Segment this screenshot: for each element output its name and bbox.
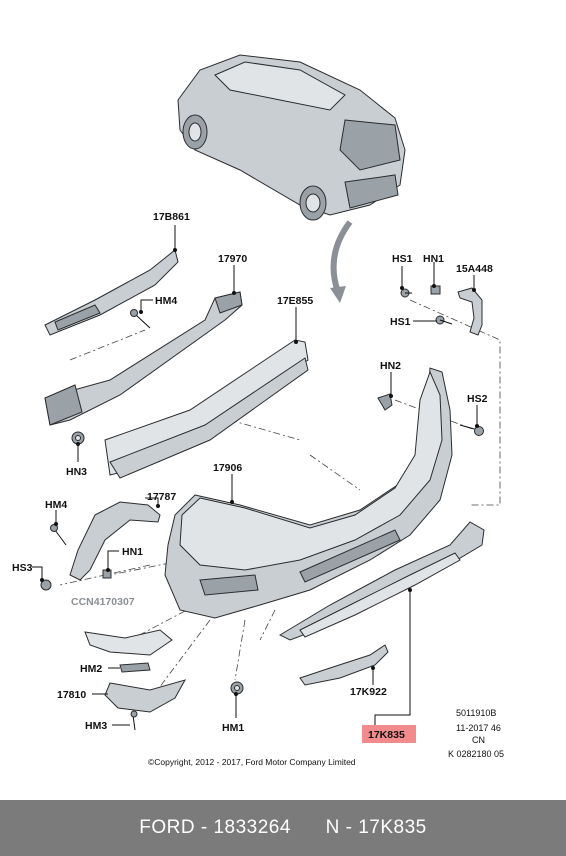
footer-gap xyxy=(291,817,326,839)
part-hm4-left xyxy=(50,524,67,546)
footer-name-part: N - 17K835 xyxy=(325,817,427,838)
part-17970 xyxy=(44,291,243,426)
part-hn2 xyxy=(377,393,393,411)
part-17k835 xyxy=(278,521,485,641)
part-17810 xyxy=(104,679,187,713)
label-17810: 17810 xyxy=(57,689,86,701)
label-17906: 17906 xyxy=(213,462,242,474)
info-line-2: 11-2017 46 xyxy=(456,723,501,733)
label-hm2: HM2 xyxy=(80,663,102,675)
part-hs1-a xyxy=(400,288,412,298)
part-ccn4170307 xyxy=(84,629,173,656)
part-hm1 xyxy=(230,681,244,695)
highlight-box xyxy=(362,725,416,743)
direction-arrow xyxy=(330,220,353,303)
label-hs1-a: HS1 xyxy=(392,253,413,265)
label-hm1: HM1 xyxy=(222,722,244,734)
label-17787: 17787 xyxy=(147,491,176,503)
part-17e855 xyxy=(104,339,309,479)
label-15a448: 15A448 xyxy=(456,263,493,275)
label-hn1-top: HN1 xyxy=(423,253,444,265)
label-17b861: 17B861 xyxy=(153,211,190,223)
label-hn2: HN2 xyxy=(380,360,401,372)
info-line-4: K 0282180 05 xyxy=(448,749,504,759)
copyright-text: ©Copyright, 2012 - 2017, Ford Motor Comp… xyxy=(148,757,356,767)
labels: 17B861 17970 17E855 HM4 HN3 HS1 HN1 15A4… xyxy=(12,211,493,743)
label-17970: 17970 xyxy=(218,253,247,265)
label-17k922: 17K922 xyxy=(350,686,387,698)
parts-diagram: 17B861 17970 17E855 HM4 HN3 HS1 HN1 15A4… xyxy=(12,54,504,767)
part-hn3 xyxy=(71,431,85,445)
info-block: 5011910B 11-2017 46 CN K 0282180 05 xyxy=(448,708,504,759)
footer-bar: FORD - 1833264 N - 17K835 xyxy=(0,800,566,856)
callout-dots xyxy=(40,248,479,696)
label-hn1-left: HN1 xyxy=(122,546,143,558)
part-17787 xyxy=(69,501,161,581)
part-hs2 xyxy=(459,424,484,436)
label-hn3: HN3 xyxy=(66,466,87,478)
part-hs3 xyxy=(40,579,52,591)
label-hm4-left: HM4 xyxy=(45,499,67,511)
label-hs3: HS3 xyxy=(12,562,33,574)
part-15a448 xyxy=(457,287,483,336)
label-ccn4170307: CCN4170307 xyxy=(71,596,135,608)
label-17e855: 17E855 xyxy=(277,295,313,307)
label-hs1-b: HS1 xyxy=(390,316,411,328)
part-hm4-top xyxy=(130,309,151,329)
info-line-3: CN xyxy=(472,735,485,745)
part-17k922 xyxy=(299,644,389,686)
label-hm3: HM3 xyxy=(85,720,107,732)
part-hm2 xyxy=(119,662,151,673)
footer-brand-part: FORD - 1833264 xyxy=(139,817,291,838)
label-17k835: 17K835 xyxy=(368,729,405,741)
info-line-1: 5011910B xyxy=(456,708,496,718)
part-hs1-b xyxy=(435,315,453,325)
part-17906 xyxy=(164,367,453,619)
leader-lines xyxy=(32,225,478,726)
part-17b861 xyxy=(44,249,179,336)
car-illustration xyxy=(177,54,406,221)
label-hm4-top: HM4 xyxy=(155,295,177,307)
part-hm3 xyxy=(130,710,138,731)
label-hs2: HS2 xyxy=(467,393,488,405)
